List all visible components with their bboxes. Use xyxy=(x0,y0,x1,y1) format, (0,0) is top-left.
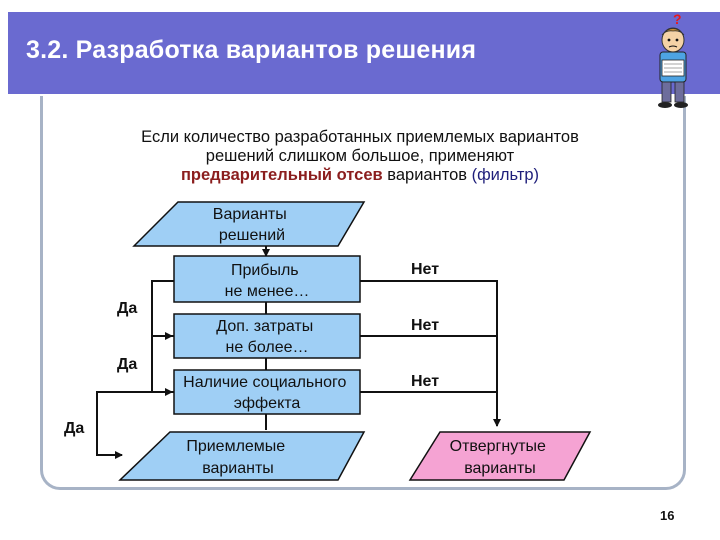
intro-highlight: предварительный отсев xyxy=(180,166,383,184)
intro-paren: (фильтр) xyxy=(471,166,540,184)
intro-line-3: предварительный отсев вариантов (фильтр) xyxy=(80,166,640,185)
intro-line-1: Если количество разработанных приемлемых… xyxy=(141,128,579,146)
criterion-2-label: Доп. затраты не более… xyxy=(216,318,317,356)
no-label-2: Нет xyxy=(411,317,439,334)
accepted-label: Приемлемые варианты xyxy=(186,438,289,477)
intro-text: Если количество разработанных приемлемых… xyxy=(80,128,640,185)
yes-label-1: Да xyxy=(117,300,137,317)
accepted-parallelogram xyxy=(118,431,366,481)
input-parallelogram xyxy=(132,201,366,247)
criterion-3-label: Наличие социального эффекта xyxy=(183,374,351,412)
criterion-box-1 xyxy=(173,255,361,303)
rejected-label: Отвергнутые варианты xyxy=(450,438,551,477)
yes-label-2: Да xyxy=(117,356,137,373)
criterion-box-2 xyxy=(173,313,361,359)
slide-title: 3.2. Разработка вариантов решения xyxy=(26,36,477,64)
title-underline xyxy=(8,94,636,97)
no-label-1: Нет xyxy=(411,261,439,278)
confused-person-icon: ? xyxy=(658,11,688,108)
input-label: Варианты решений xyxy=(213,206,291,244)
content-frame xyxy=(40,96,686,490)
connector-lines xyxy=(96,246,501,459)
no-line-1 xyxy=(360,280,501,427)
title-banner xyxy=(8,12,720,94)
yes-label-3: Да xyxy=(64,420,84,437)
question-mark-icon: ? xyxy=(673,11,682,27)
intro-line-2: решений слишком большое, применяют xyxy=(205,147,515,165)
intro-middle: вариантов xyxy=(382,166,472,184)
yes-loop-2 xyxy=(151,335,174,396)
rejected-parallelogram xyxy=(408,431,592,481)
no-label-3: Нет xyxy=(411,373,439,390)
criterion-box-3 xyxy=(173,369,361,415)
yes-loop-1 xyxy=(151,280,174,340)
criterion-1-label: Прибыль не менее… xyxy=(225,262,310,300)
yes-loop-3 xyxy=(96,391,174,459)
page-number: 16 xyxy=(660,508,675,523)
